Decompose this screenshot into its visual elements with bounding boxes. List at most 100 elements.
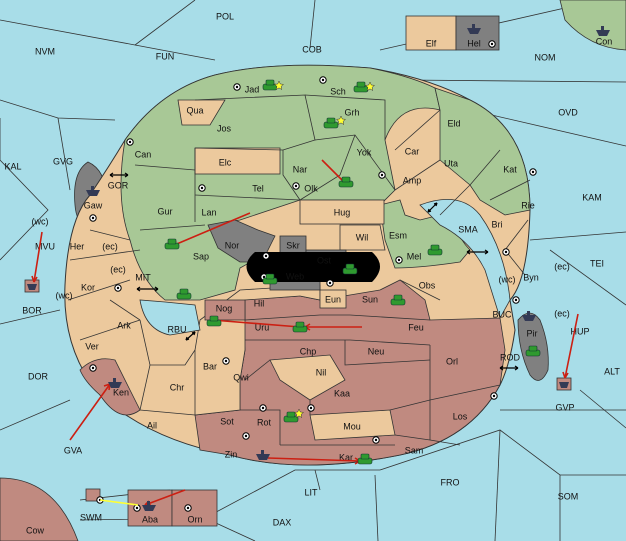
label-rod: ROD bbox=[500, 352, 521, 362]
army-icon bbox=[292, 321, 308, 333]
tan-labels: Elf Eld Car Uta Amp Kat Hug Rie Bri Wil … bbox=[32, 38, 570, 431]
strait-arrow-icon bbox=[185, 331, 196, 341]
label-neu: Neu bbox=[368, 346, 385, 356]
territory-hug[interactable] bbox=[299, 199, 385, 225]
territory-nil[interactable] bbox=[269, 354, 346, 401]
fleet-icon bbox=[467, 24, 481, 34]
label-nvm: NVM bbox=[35, 46, 55, 56]
label-sun: Sun bbox=[362, 294, 378, 304]
territory-nor[interactable] bbox=[207, 219, 276, 263]
army-icon bbox=[525, 345, 541, 357]
label-mou: Mou bbox=[343, 421, 361, 431]
label-can: Can bbox=[135, 149, 152, 159]
label-mit: MIT bbox=[135, 272, 151, 282]
territory-wil[interactable] bbox=[339, 224, 386, 251]
territory-nog[interactable] bbox=[204, 299, 246, 321]
label-esm: Esm bbox=[389, 230, 407, 240]
label-dor: DOR bbox=[28, 371, 49, 381]
supply-center-icon bbox=[184, 504, 192, 512]
strait-arrow-icon bbox=[466, 249, 489, 255]
label-gor: GOR bbox=[108, 180, 129, 190]
label-hil: Hil bbox=[254, 298, 265, 308]
label-grh: Grh bbox=[344, 107, 359, 117]
label-gur: Gur bbox=[157, 206, 172, 216]
territory-orn[interactable] bbox=[171, 489, 218, 527]
label-sam: Sam bbox=[405, 445, 424, 455]
supply-center-icon bbox=[292, 182, 300, 190]
label-yok: Yok bbox=[357, 147, 372, 157]
label-ovd: OVD bbox=[558, 107, 578, 117]
label-ost: Ost bbox=[317, 255, 332, 265]
label-olk: Olk bbox=[304, 183, 318, 193]
grey-labels: Hel Skr Ost Web Pir bbox=[286, 38, 538, 338]
label-skr: Skr bbox=[286, 240, 300, 250]
region-red bbox=[194, 279, 506, 466]
supply-center-icon bbox=[502, 248, 510, 256]
label-kam: KAM bbox=[582, 192, 602, 202]
label-sma: SMA bbox=[458, 224, 478, 234]
label-kar: Kar bbox=[339, 452, 353, 462]
supply-center-icon bbox=[326, 279, 334, 287]
army-icon bbox=[338, 176, 354, 188]
label-fun: FUN bbox=[156, 51, 175, 61]
label-bar: Bar bbox=[203, 361, 217, 371]
label-ec-1: (ec) bbox=[102, 241, 118, 251]
central-lake bbox=[246, 252, 380, 282]
label-pir: Pir bbox=[527, 328, 538, 338]
territory-elc[interactable] bbox=[194, 147, 281, 175]
supply-center-icon bbox=[490, 392, 498, 400]
supply-center-icon bbox=[378, 171, 386, 179]
army-icon bbox=[164, 238, 180, 250]
island-swm bbox=[85, 488, 101, 502]
red-labels: Nog Uru Feu Chp Neu Orl Qwi Kaa Rot Los … bbox=[113, 294, 468, 524]
territory-qua[interactable] bbox=[177, 99, 226, 126]
supply-center-icon bbox=[133, 504, 141, 512]
label-elf: Elf bbox=[426, 38, 437, 48]
label-ail: Ail bbox=[147, 420, 157, 430]
army-icon bbox=[283, 411, 299, 423]
label-swm: SWM bbox=[80, 512, 102, 522]
label-zin: Zin bbox=[225, 449, 238, 459]
label-lit: LIT bbox=[304, 487, 318, 497]
label-wil: Wil bbox=[356, 232, 369, 242]
fleet-icon bbox=[86, 186, 100, 196]
supply-center-icon bbox=[126, 138, 134, 146]
fleet-icon bbox=[108, 378, 122, 388]
fleet-icon bbox=[522, 311, 536, 321]
territory-elf[interactable] bbox=[405, 15, 457, 51]
label-amp: Amp bbox=[403, 175, 422, 185]
label-dax: DAX bbox=[273, 517, 292, 527]
label-obs: Obs bbox=[419, 280, 436, 290]
label-car: Car bbox=[405, 146, 420, 156]
label-gvp: GVP bbox=[555, 402, 574, 412]
supply-center-icon bbox=[259, 404, 267, 412]
label-byn: Byn bbox=[523, 272, 539, 282]
fleet-icon bbox=[596, 26, 610, 36]
supply-center-icon bbox=[395, 256, 403, 264]
label-alt: ALT bbox=[604, 366, 620, 376]
label-rbu: RBU bbox=[167, 324, 186, 334]
label-ken: Ken bbox=[113, 387, 129, 397]
supply-center-icon bbox=[488, 40, 496, 48]
supply-center-icon bbox=[242, 432, 250, 440]
channel-east bbox=[419, 199, 511, 320]
label-wc-2: (wc) bbox=[56, 290, 73, 300]
supply-center-icon bbox=[89, 364, 97, 372]
label-ec-2: (ec) bbox=[110, 264, 126, 274]
fleet-icon bbox=[27, 284, 37, 290]
label-hel: Hel bbox=[467, 38, 481, 48]
label-wc-3: (wc) bbox=[499, 274, 516, 284]
label-sch: Sch bbox=[330, 86, 346, 96]
army-icon bbox=[427, 244, 443, 256]
label-qwi: Qwi bbox=[233, 372, 249, 382]
label-buc: BUC bbox=[492, 309, 512, 319]
supply-center-icon bbox=[89, 214, 97, 222]
label-nor: Nor bbox=[225, 240, 240, 250]
label-ec-4: (ec) bbox=[554, 308, 570, 318]
label-som: SOM bbox=[558, 491, 579, 501]
label-los: Los bbox=[453, 411, 468, 421]
strait-arrow-icon bbox=[427, 202, 438, 213]
label-lan: Lan bbox=[201, 207, 216, 217]
territory-eun[interactable] bbox=[319, 289, 347, 309]
